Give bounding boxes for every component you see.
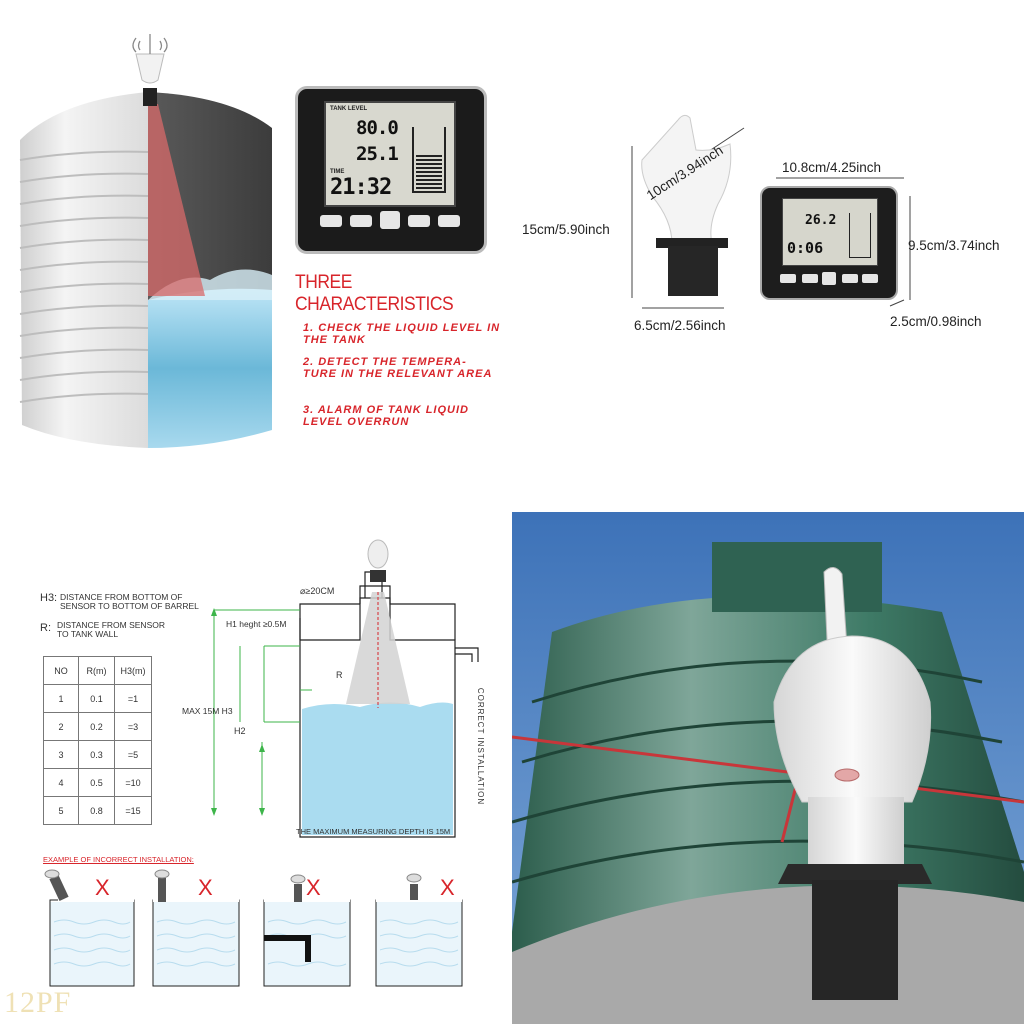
table-row: 3 0.3 =5: [43, 740, 152, 769]
display-unit: TANK LEVEL 80.0 25.1 TIME 21:32: [295, 86, 487, 254]
dimensions-panel: 26.2 0:06 15cm/5.90inch 6.5cm/2.56inch 1…: [512, 0, 1024, 505]
photo-illustration: [512, 512, 1024, 1024]
small-button-3[interactable]: [822, 272, 836, 285]
depth-caption: THE MAXIMUM MEASURING DEPTH IS 15M: [296, 827, 451, 836]
r-desc-line2: TO TANK WALL: [57, 629, 119, 639]
table-header: NO: [43, 656, 79, 685]
table-cell: 0.3: [78, 740, 115, 769]
table-cell: 2: [43, 712, 79, 741]
small-time: 0:06: [787, 239, 824, 257]
reading-top: 80.0: [356, 117, 399, 139]
table-cell: =5: [114, 740, 152, 769]
table-cell: 1: [43, 684, 79, 713]
table-header-row: NO R(m) H3(m): [43, 656, 152, 685]
small-button-2[interactable]: [802, 274, 818, 283]
installation-diagram: [44, 539, 479, 987]
h3-desc-line2: SENSOR TO BOTTOM OF BARREL: [60, 601, 199, 611]
small-button-4[interactable]: [842, 274, 858, 283]
feature-item-3: 3. ALARM OF TANK LIQUID LEVEL OVERRUN: [303, 404, 469, 428]
table-row: 4 0.5 =10: [43, 768, 152, 797]
table-cell: 3: [43, 740, 79, 769]
table-cell: =3: [114, 712, 152, 741]
display-unit-small: 26.2 0:06: [760, 186, 898, 300]
display-button-3[interactable]: [380, 211, 400, 229]
display-depth-label: 2.5cm/0.98inch: [890, 314, 982, 329]
r-key: R:: [40, 622, 51, 634]
table-cell: =1: [114, 684, 152, 713]
tank-level-label: TANK LEVEL: [330, 106, 368, 112]
h1-label: H1 heght ≥0.5M: [226, 619, 287, 629]
table-cell: 0.1: [78, 684, 115, 713]
features-heading: THREE CHARACTERISTICS: [295, 272, 454, 315]
incorrect-examples: [49, 899, 463, 987]
dimension-drawing: [631, 114, 911, 309]
max-label: MAX 15M H3: [182, 706, 233, 716]
feature-item-1: 1. CHECK THE LIQUID LEVEL IN THE TANK: [303, 322, 501, 346]
table-cell: 4: [43, 768, 79, 797]
table-header: R(m): [78, 656, 115, 685]
display-button-1[interactable]: [320, 215, 342, 227]
h3-desc-line1: DISTANCE FROM BOTTOM OF: [60, 592, 183, 602]
display-button-4[interactable]: [408, 215, 430, 227]
table-cell: 0.5: [78, 768, 115, 797]
time-label: TIME: [330, 169, 345, 175]
display-width-label: 10.8cm/4.25inch: [782, 160, 882, 175]
tank-illustration: [19, 34, 272, 448]
table-row: 5 0.8 =15: [43, 796, 152, 825]
small-button-1[interactable]: [780, 274, 796, 283]
signal-icon: [132, 34, 168, 54]
incorrect-title: EXAMPLE OF INCORRECT INSTALLATION:: [43, 855, 194, 864]
reading-mid: 25.1: [356, 143, 399, 165]
r-label: R: [336, 670, 343, 680]
sensor-width-label: 6.5cm/2.56inch: [634, 318, 726, 333]
wrong-mark-icon: X: [95, 875, 110, 900]
display-button-2[interactable]: [350, 215, 372, 227]
correct-installation-label: CORRECT INSTALLATION: [476, 687, 486, 806]
feature-item-2: 2. DETECT THE TEMPERA- TURE IN THE RELEV…: [303, 356, 493, 380]
table-cell: =15: [114, 796, 152, 825]
lcd-screen: TANK LEVEL 80.0 25.1 TIME 21:32: [324, 101, 456, 207]
h3-key: H3:: [40, 592, 58, 604]
r-desc-line1: DISTANCE FROM SENSOR: [57, 620, 165, 630]
small-temp: 26.2: [805, 213, 837, 228]
table-cell: 5: [43, 796, 79, 825]
table-cell: =10: [114, 768, 152, 797]
watermark: 12PF: [4, 986, 72, 1019]
table-row: 1 0.1 =1: [43, 684, 152, 713]
wrong-mark-icon: X: [440, 875, 455, 900]
time-value: 21:32: [330, 175, 392, 200]
installed-sensor-photo: [512, 512, 1024, 1024]
small-button-5[interactable]: [862, 274, 878, 283]
lcd-screen-small: 26.2 0:06: [782, 198, 878, 266]
tank-level-icon: [412, 127, 446, 193]
diameter-label: ⌀≥20CM: [300, 586, 335, 596]
wrong-mark-icon: X: [306, 875, 321, 900]
tank-level-icon-small: [849, 213, 871, 258]
table-header: H3(m): [114, 656, 152, 685]
display-button-5[interactable]: [438, 215, 460, 227]
display-height-label: 9.5cm/3.74inch: [908, 238, 1000, 253]
sensor-height-label: 15cm/5.90inch: [522, 222, 610, 237]
table-cell: 0.8: [78, 796, 115, 825]
table-row: 2 0.2 =3: [43, 712, 152, 741]
distance-table: NO R(m) H3(m) 1 0.1 =1 2 0.2 =3 3 0.3 =5…: [43, 656, 152, 825]
wrong-mark-icon: X: [198, 875, 213, 900]
table-cell: 0.2: [78, 712, 115, 741]
h2-label: H2: [234, 726, 246, 736]
features-panel: TANK LEVEL 80.0 25.1 TIME 21:32 THREE CH…: [0, 0, 512, 505]
